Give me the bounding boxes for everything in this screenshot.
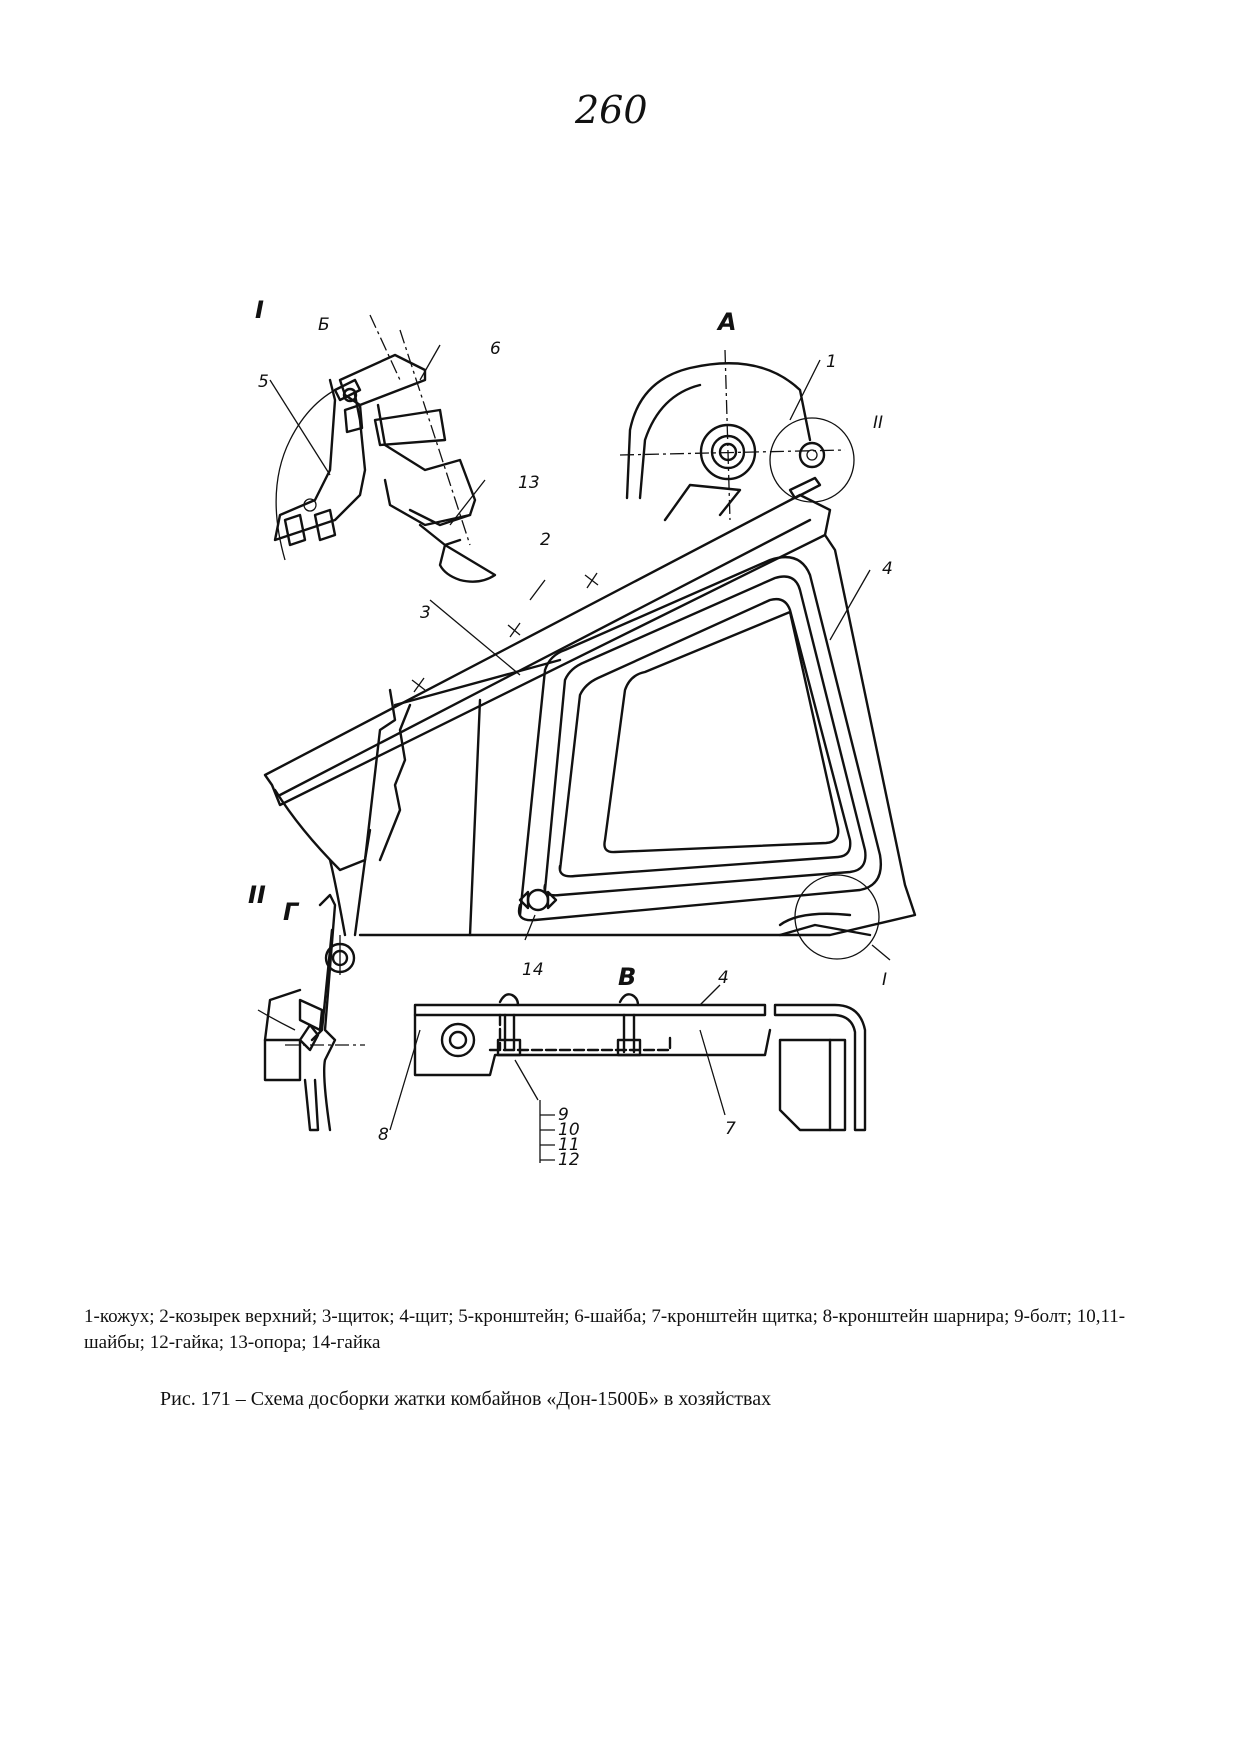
label-5: 5: [258, 372, 269, 392]
visor-shield: [273, 688, 397, 872]
bracket-G: [318, 893, 337, 1132]
label-4-section: 4: [718, 968, 729, 988]
label-6: 6: [490, 339, 501, 359]
detail-circle-I: [794, 874, 880, 960]
label-view-A: А: [716, 308, 737, 336]
label-13: 13: [518, 473, 540, 493]
label-2: 2: [540, 530, 551, 550]
support-13: [438, 543, 497, 583]
label-view-G: Г: [283, 898, 300, 926]
label-view-B: Б: [318, 315, 330, 335]
bracket-5: [273, 378, 367, 542]
shield-outline: [358, 533, 917, 937]
upper-visor: [263, 493, 832, 807]
label-14: 14: [522, 960, 544, 980]
bolt-9: [498, 993, 520, 1007]
label-8: 8: [378, 1125, 389, 1145]
section-view-V: [389, 984, 867, 1163]
label-detail-I: I: [255, 296, 264, 324]
label-1: 1: [826, 352, 837, 372]
nut-14: [526, 888, 550, 912]
shield-panel: [517, 555, 882, 922]
label-10: 10: [558, 1120, 580, 1140]
figure-caption: Рис. 171 – Схема досборки жатки комбайно…: [160, 1388, 772, 1410]
detail-view-I: [269, 314, 497, 583]
plate-4: [413, 1003, 767, 1017]
label-7: 7: [725, 1119, 736, 1139]
label-12: 12: [558, 1150, 580, 1170]
label-3: 3: [420, 603, 431, 623]
label-4-main: 4: [882, 559, 893, 579]
label-detail-II-view: II: [248, 881, 266, 909]
shield-window: [603, 610, 840, 854]
label-detail-II: II: [873, 413, 883, 433]
detail-view-II: [257, 893, 365, 1132]
cover-outline: [625, 362, 812, 500]
label-view-V: В: [618, 963, 636, 991]
bracket-8: [413, 1013, 772, 1077]
label-11: 11: [558, 1135, 580, 1155]
page-number: 260: [575, 88, 648, 132]
label-detail-I-main: I: [882, 970, 887, 990]
legend-text: 1-кожух; 2-козырек верхний; 3-щиток; 4-щ…: [84, 1306, 1126, 1353]
main-assembly: [263, 349, 917, 961]
detail-circle-II: [769, 417, 855, 503]
label-9: 9: [558, 1105, 569, 1125]
